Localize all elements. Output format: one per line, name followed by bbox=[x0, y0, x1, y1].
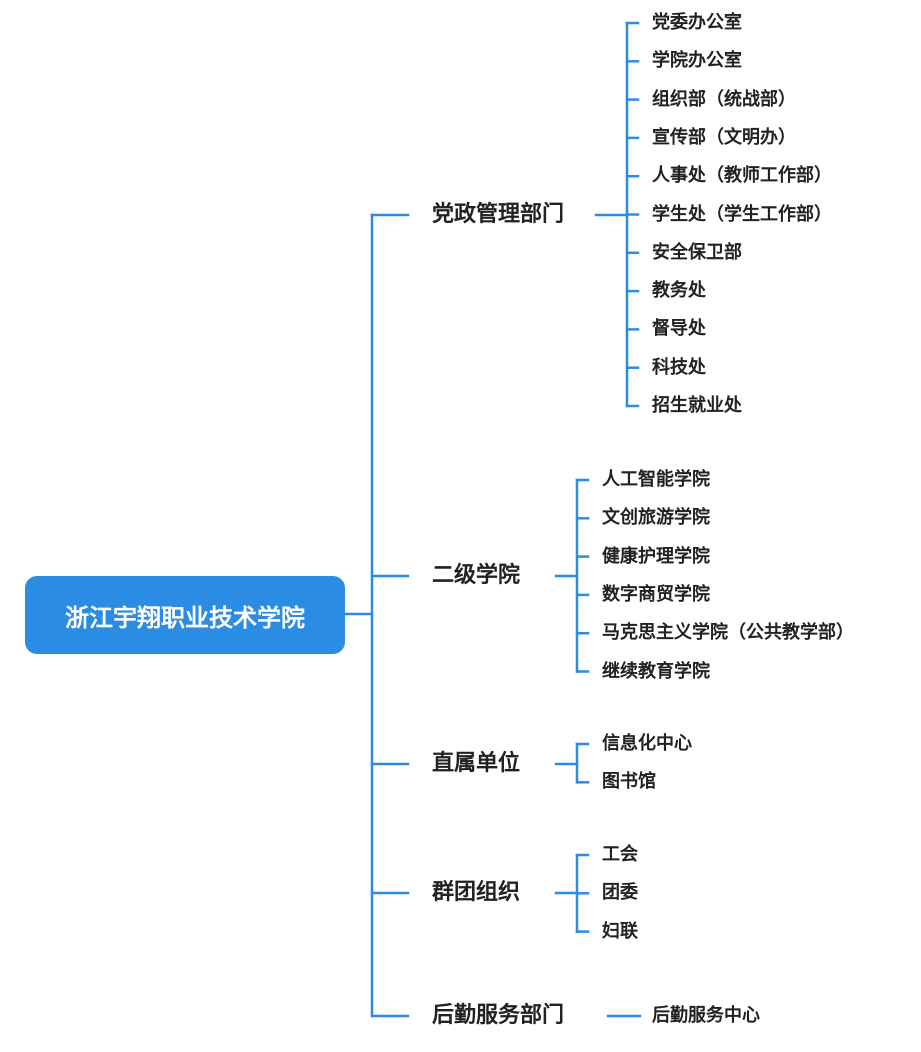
leaf-label: 团委 bbox=[602, 882, 638, 904]
leaf-label: 工会 bbox=[602, 844, 638, 865]
leaf-label: 人事处（教师工作部） bbox=[652, 165, 832, 187]
root-node: 浙江宇翔职业技术学院 bbox=[25, 576, 345, 654]
root-label: 浙江宇翔职业技术学院 bbox=[65, 603, 305, 632]
category-label: 二级学院 bbox=[432, 563, 521, 588]
leaf-label: 宣传部（文明办） bbox=[652, 126, 796, 148]
leaf-label: 学院办公室 bbox=[652, 50, 742, 72]
leaf-label: 健康护理学院 bbox=[602, 545, 710, 567]
leaf-label: 教务处 bbox=[652, 280, 706, 302]
leaf-label: 党委办公室 bbox=[652, 12, 742, 33]
category-label: 群团组织 bbox=[432, 880, 521, 905]
leaf-label: 科技处 bbox=[652, 356, 706, 378]
leaf-label: 组织部（统战部） bbox=[652, 88, 796, 110]
category-label: 党政管理部门 bbox=[432, 202, 565, 227]
leaf-label: 招生就业处 bbox=[652, 395, 742, 416]
leaf-label: 安全保卫部 bbox=[652, 241, 742, 263]
leaf-label: 妇联 bbox=[602, 920, 638, 942]
leaf-label: 马克思主义学院（公共教学部） bbox=[602, 622, 854, 644]
category-label: 直属单位 bbox=[432, 751, 521, 776]
category-label: 后勤服务部门 bbox=[432, 1003, 565, 1028]
leaf-label: 图书馆 bbox=[602, 771, 656, 793]
leaf-label: 学生处（学生工作部） bbox=[652, 203, 832, 225]
leaf-label: 督导处 bbox=[652, 318, 706, 340]
leaf-label: 后勤服务中心 bbox=[652, 1005, 760, 1026]
leaf-label: 信息化中心 bbox=[602, 733, 692, 754]
leaf-label: 人工智能学院 bbox=[602, 469, 710, 490]
leaf-label: 文创旅游学院 bbox=[602, 507, 710, 529]
leaf-label: 数字商贸学院 bbox=[602, 583, 710, 605]
leaf-label: 继续教育学院 bbox=[602, 660, 710, 682]
